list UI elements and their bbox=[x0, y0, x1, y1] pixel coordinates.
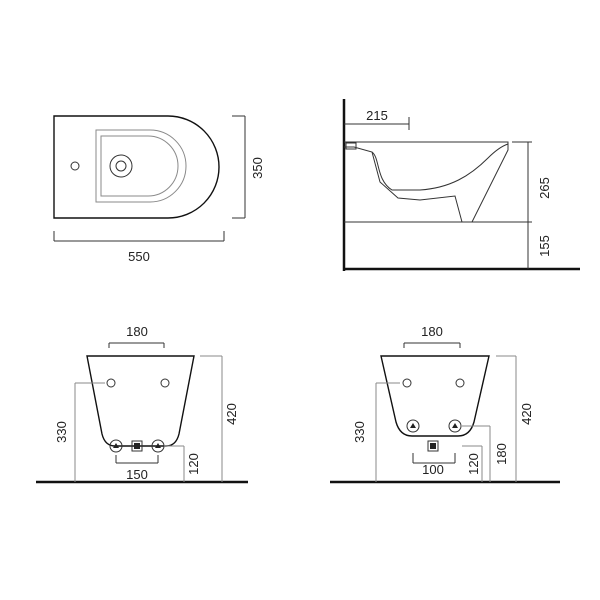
side-view: 215 265 155 bbox=[342, 99, 580, 271]
inlet-right-3 bbox=[427, 440, 439, 452]
front-left-fixing-height: 330 bbox=[54, 421, 69, 443]
front-view-left: 180 330 420 120 150 bbox=[36, 324, 248, 484]
fixing-hole-right-1 bbox=[402, 378, 412, 388]
front-left-top-width: 180 bbox=[126, 324, 148, 339]
drain-outer bbox=[109, 154, 133, 178]
side-height-label: 265 bbox=[537, 177, 552, 199]
front-right-total-height: 420 bbox=[519, 403, 534, 425]
tap-hole bbox=[70, 161, 80, 171]
side-clearance-label: 155 bbox=[537, 235, 552, 257]
side-offset-label: 215 bbox=[366, 108, 388, 123]
side-outer-profile bbox=[344, 141, 509, 223]
inlet-right-2 bbox=[448, 419, 462, 433]
fixing-hole-right-2 bbox=[455, 378, 465, 388]
front-right-top-width: 180 bbox=[421, 324, 443, 339]
front-right-fixing-height: 330 bbox=[352, 421, 367, 443]
top-view: 350 550 bbox=[53, 115, 265, 264]
front-right-body bbox=[380, 355, 490, 437]
top-view-basin-inner bbox=[100, 135, 179, 197]
inlet-right-1 bbox=[406, 419, 420, 433]
fixing-hole-left-1 bbox=[106, 378, 116, 388]
front-left-total-height: 420 bbox=[224, 403, 239, 425]
front-left-body bbox=[86, 355, 195, 447]
inlet-left-1 bbox=[109, 439, 123, 453]
side-connector bbox=[345, 142, 357, 150]
top-view-outline bbox=[53, 115, 220, 219]
fixing-hole-left-2 bbox=[160, 378, 170, 388]
inlet-left-2 bbox=[131, 440, 143, 452]
top-view-basin bbox=[95, 129, 187, 203]
front-right-hole-spacing: 100 bbox=[422, 462, 444, 477]
top-width-label: 550 bbox=[128, 249, 150, 264]
front-right-inlet-height: 180 bbox=[494, 443, 509, 465]
front-right-bottom-height: 120 bbox=[466, 453, 481, 475]
top-depth-label: 350 bbox=[250, 157, 265, 179]
side-inner-profile bbox=[371, 143, 509, 191]
front-left-bottom-height: 120 bbox=[186, 453, 201, 475]
drain-inner bbox=[115, 160, 127, 172]
front-view-right: 180 330 420 120 180 100 bbox=[330, 324, 560, 484]
front-left-hole-spacing: 150 bbox=[126, 467, 148, 482]
